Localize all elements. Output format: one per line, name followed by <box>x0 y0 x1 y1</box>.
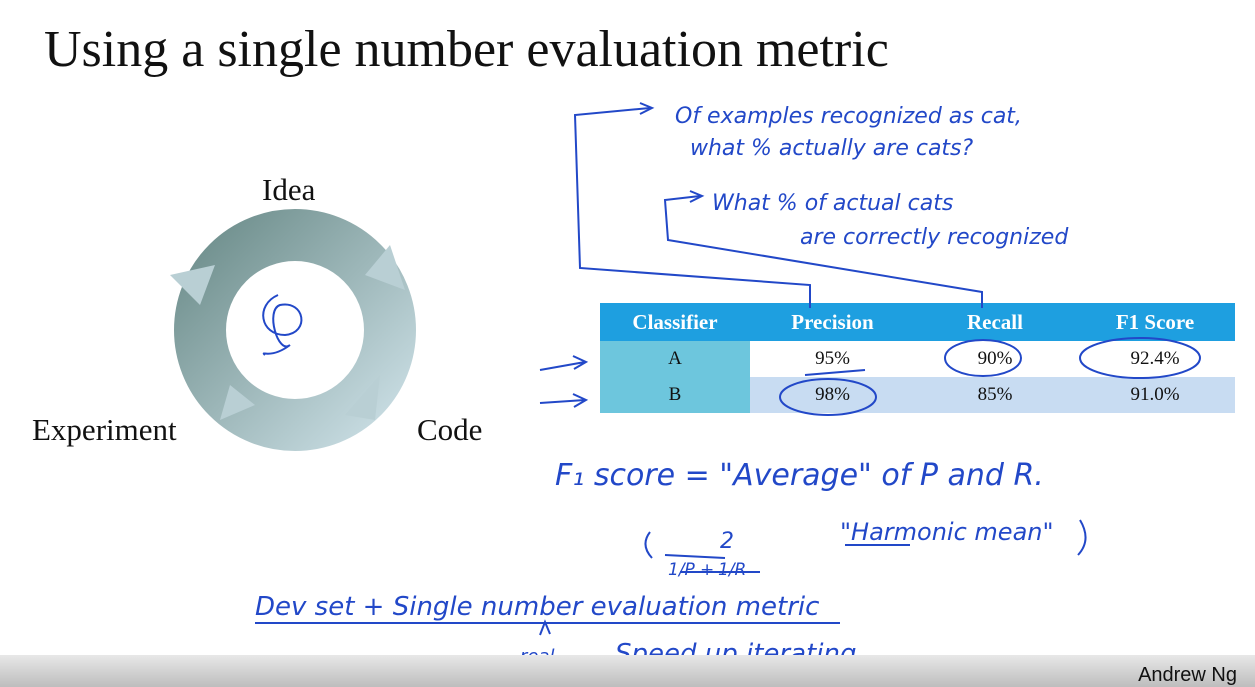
scribble-mark <box>262 294 303 356</box>
formula-one-over-r: 1/R <box>718 560 746 580</box>
f1-score-note: F₁ score = "Average" of P and R. <box>555 458 1044 493</box>
formula-plus: + <box>700 560 714 580</box>
cell-precision: 95% <box>750 341 915 377</box>
row-a-pointer-icon <box>539 355 589 371</box>
cycle-arrowhead-right <box>345 375 380 420</box>
cycle-arrowhead-bottom <box>220 385 255 420</box>
recall-arrow-icon <box>689 190 705 203</box>
formula-one-over-p: 1/P <box>668 560 696 580</box>
table-row: A 95% 90% 92.4% <box>600 341 1235 377</box>
dev-set-underline <box>255 619 840 636</box>
author-credit: Andrew Ng <box>1138 664 1237 686</box>
formula-strokes <box>644 519 1087 573</box>
recall-connector-line <box>663 195 983 308</box>
table-row: B 98% 85% 91.0% <box>600 377 1235 413</box>
formula-numerator: 2 <box>720 529 734 554</box>
header-recall: Recall <box>915 303 1075 341</box>
bottom-bar <box>0 655 1255 687</box>
cell-precision: 98% <box>750 377 915 413</box>
cycle-arrowhead-left <box>170 265 215 305</box>
cycle-label-experiment: Experiment <box>32 412 177 447</box>
header-precision: Precision <box>750 303 915 341</box>
cell-f1-score: 91.0% <box>1075 377 1235 413</box>
precision-note-line-2: what % actually are cats? <box>690 136 974 161</box>
dev-set-note: Dev set + Single number evaluation metri… <box>255 592 819 622</box>
cell-classifier: B <box>600 377 750 413</box>
cycle-label-code: Code <box>417 412 483 447</box>
row-b-pointer-icon <box>539 393 589 408</box>
slide-title: Using a single number evaluation metric <box>44 21 889 78</box>
harmonic-mean-note: "Harmonic mean" <box>840 518 1054 546</box>
recall-note-line-1: What % of actual cats <box>712 191 953 216</box>
classifier-metrics-table: Classifier Precision Recall F1 Score A 9… <box>600 303 1235 413</box>
precision-connector-line <box>573 107 811 308</box>
iteration-cycle-diagram <box>170 209 416 451</box>
recall-note-line-2: are correctly recognized <box>800 225 1069 250</box>
table-header-row: Classifier Precision Recall F1 Score <box>600 303 1235 341</box>
header-f1-score: F1 Score <box>1075 303 1235 341</box>
cycle-label-idea: Idea <box>262 172 316 207</box>
header-classifier: Classifier <box>600 303 750 341</box>
cell-classifier: A <box>600 341 750 377</box>
precision-arrow-icon <box>639 102 655 115</box>
cell-recall: 85% <box>915 377 1075 413</box>
cycle-ring <box>174 209 416 451</box>
cell-recall: 90% <box>915 341 1075 377</box>
cycle-arrowhead-top <box>365 245 405 290</box>
precision-note-line-1: Of examples recognized as cat, <box>675 104 1022 129</box>
cell-f1-score: 92.4% <box>1075 341 1235 377</box>
